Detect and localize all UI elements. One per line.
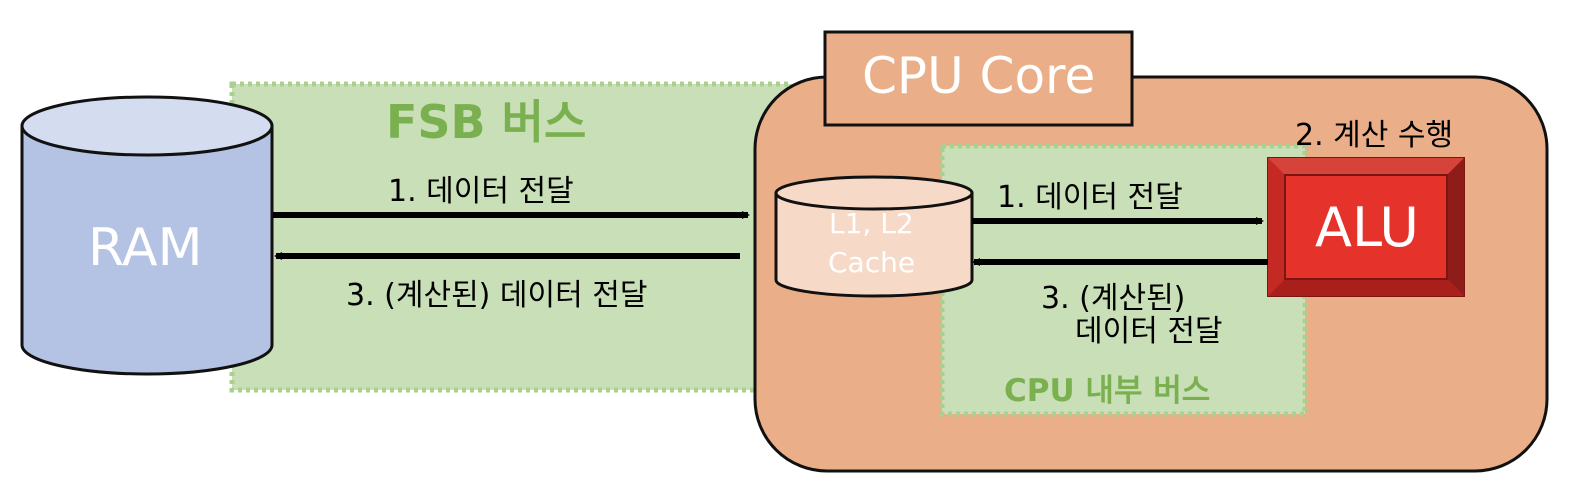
cache-label-line2: Cache	[828, 246, 916, 279]
edge-label-alu-to-cache-line1: 3. (계산된)	[1041, 281, 1186, 316]
cpu-core-label: CPU Core	[862, 47, 1096, 105]
ram-label: RAM	[88, 218, 203, 278]
fsb-bus-region	[229, 81, 795, 393]
alu-block	[1267, 157, 1465, 297]
ram-cylinder	[20, 95, 274, 376]
alu-caption: 2. 계산 수행	[1295, 118, 1454, 153]
fsb-bus-label: FSB 버스	[386, 95, 587, 149]
edge-label-cache-to-ram: 3. (계산된) 데이터 전달	[346, 278, 648, 313]
cache-cylinder	[774, 175, 974, 298]
edge-label-alu-to-cache-line2: 데이터 전달	[1075, 314, 1223, 349]
edge-label-cache-to-alu: 1. 데이터 전달	[997, 180, 1183, 215]
cpu-core-title-box	[823, 30, 1134, 127]
alu-label: ALU	[1315, 196, 1419, 259]
edge-label-ram-to-cache: 1. 데이터 전달	[388, 174, 574, 209]
internal-bus-region	[939, 143, 1308, 417]
cache-label-line1: L1, L2	[829, 207, 914, 240]
internal-bus-label: CPU 내부 버스	[1004, 373, 1211, 409]
